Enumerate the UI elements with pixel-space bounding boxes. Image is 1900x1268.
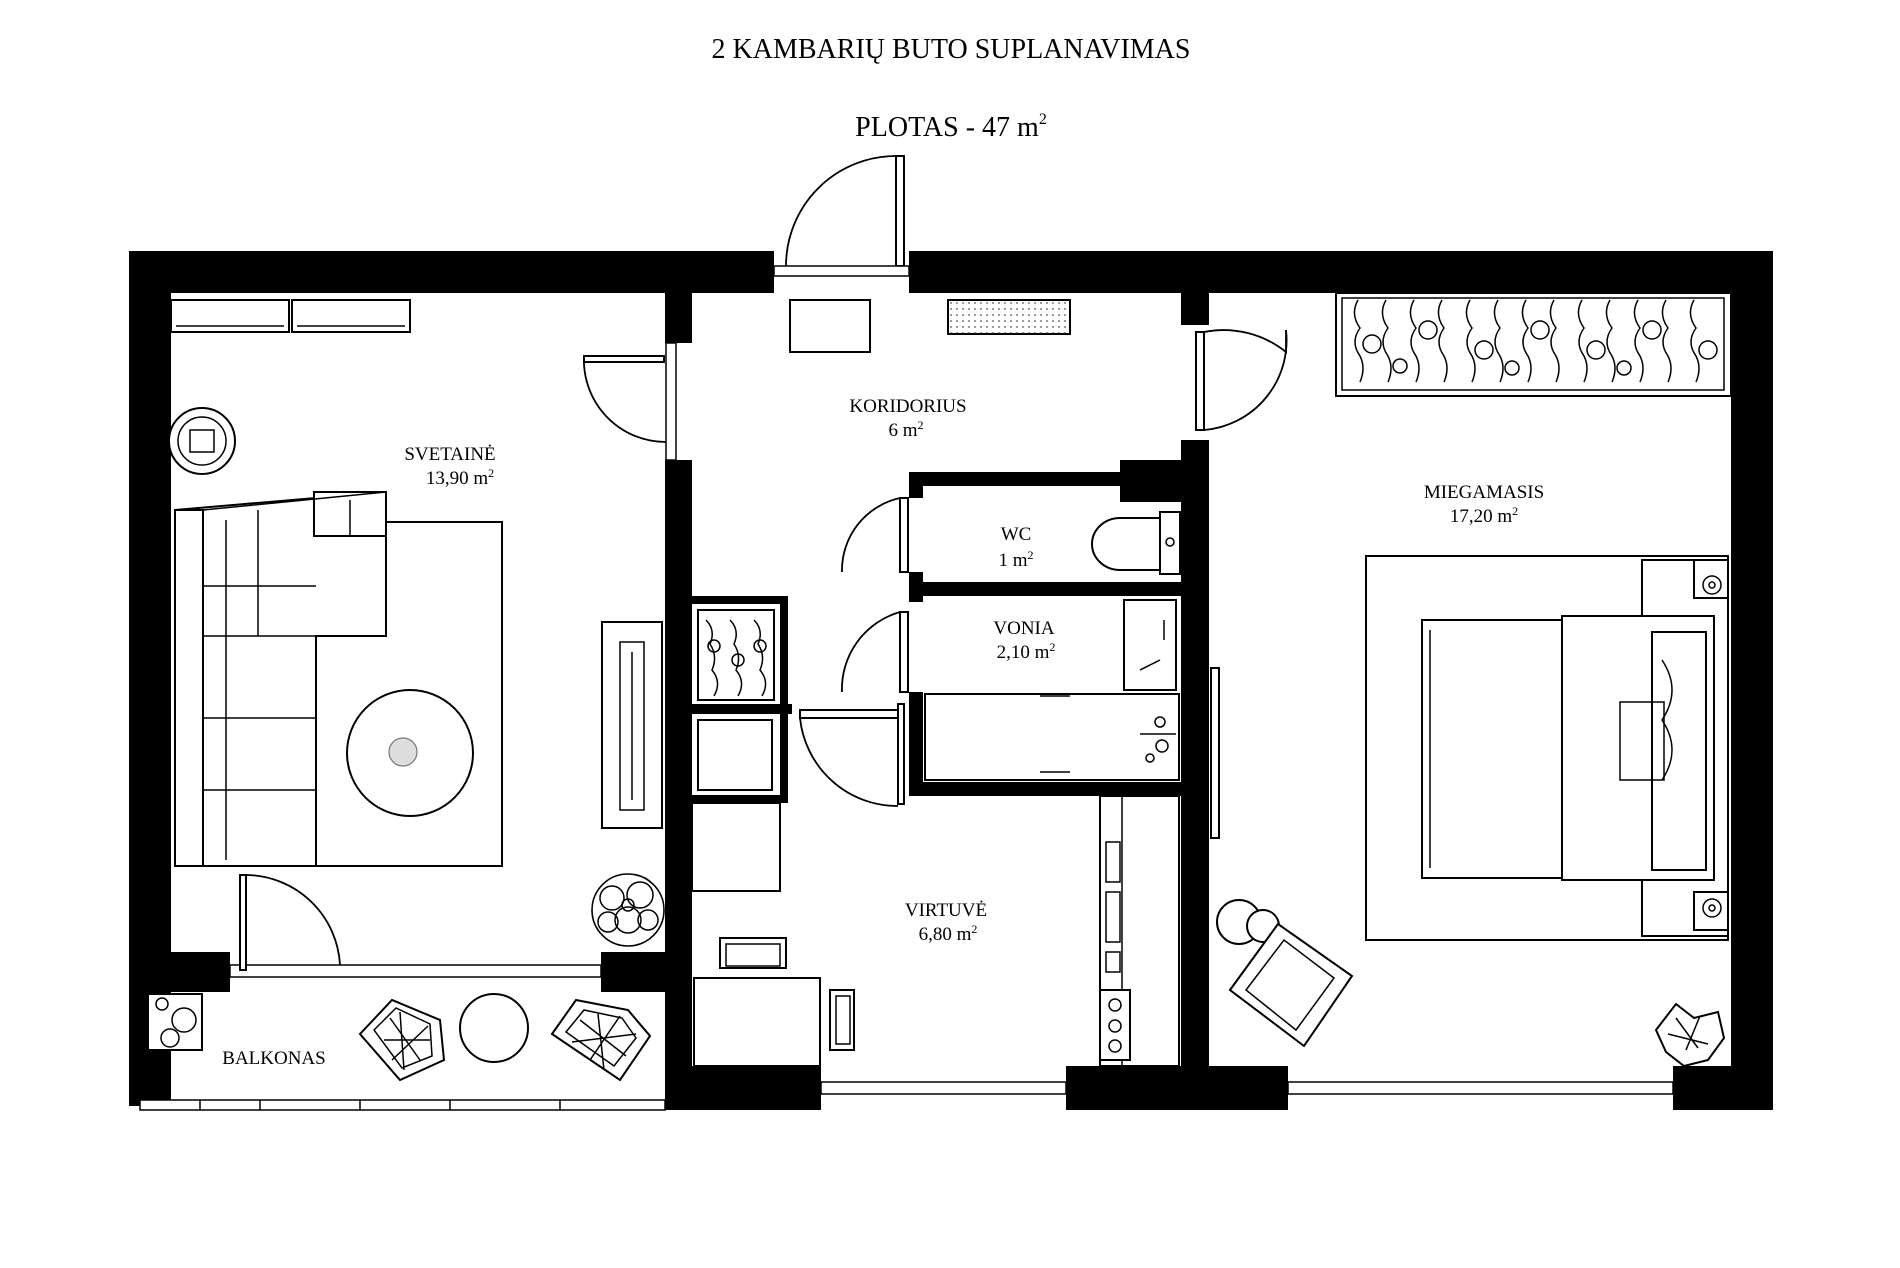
room-area-koridorius: 6 m2	[888, 418, 923, 441]
living-door	[583, 342, 677, 461]
bed	[1421, 615, 1715, 881]
balcony-door	[239, 874, 341, 971]
shower	[924, 693, 1180, 781]
bedroom-furniture	[1216, 292, 1732, 1068]
decor-bowl	[388, 737, 418, 767]
wall-shelf	[170, 299, 290, 333]
shoe-bench	[947, 299, 1071, 335]
living-room-furniture	[168, 299, 665, 947]
pantry-furniture	[691, 609, 781, 892]
plan-total-area: PLOTAS - 47 m2	[855, 111, 1047, 143]
kitchen-furniture	[693, 795, 1180, 1067]
toilet	[1091, 511, 1181, 575]
shoe-rack	[705, 619, 767, 697]
room-labels: SVETAINĖ 13,90 m2 KORIDORIUS 6 m2 WC 1 m…	[222, 396, 1544, 1069]
bath-furniture	[924, 599, 1180, 781]
room-area-miegamasis: 17,20 m2	[1450, 504, 1518, 527]
floor-lamp	[168, 407, 236, 475]
wc-door	[841, 497, 909, 573]
wc-furniture	[1091, 511, 1181, 575]
room-name-virtuve: VIRTUVĖ	[905, 900, 987, 921]
balcony-chair-right	[550, 998, 652, 1082]
room-area-virtuve: 6,80 m2	[919, 922, 978, 945]
doors	[239, 155, 1288, 971]
washing-machine	[697, 719, 773, 791]
room-name-svetaine: SVETAINĖ	[404, 444, 495, 465]
room-area-vonia: 2,10 m2	[997, 640, 1056, 663]
stove	[1099, 989, 1131, 1061]
room-area-svetaine: 13,90 m2	[426, 466, 494, 489]
nightstand-bottom	[1693, 891, 1729, 931]
bedroom-door	[1195, 329, 1288, 431]
sink	[1123, 599, 1177, 691]
plant-living	[591, 873, 665, 947]
sofa	[174, 490, 387, 867]
room-name-miegamasis: MIEGAMASIS	[1424, 482, 1544, 503]
entrance-door	[773, 155, 910, 277]
nightstand-top	[1693, 559, 1729, 599]
room-name-koridorius: KORIDORIUS	[849, 396, 966, 417]
tv-stand	[601, 621, 663, 829]
balcony-chair-left	[358, 998, 446, 1082]
walls	[129, 251, 1773, 1110]
room-name-balkonas: BALKONAS	[222, 1048, 325, 1069]
hall-mat	[789, 299, 871, 353]
corridor-furniture	[789, 299, 1071, 353]
balcony-table	[459, 993, 529, 1063]
balcony-furniture	[147, 993, 652, 1082]
bedroom-sliding-door	[1210, 667, 1220, 839]
dining-table	[693, 937, 855, 1067]
windows	[139, 964, 1674, 1111]
room-name-vonia: VONIA	[993, 618, 1054, 639]
plant-bedroom	[1654, 1002, 1726, 1068]
balcony-side-table	[147, 993, 203, 1051]
wardrobe	[1335, 292, 1732, 397]
kitchen-counter-stub	[691, 802, 781, 892]
bath-door	[841, 611, 909, 693]
armchair	[1216, 899, 1354, 1048]
kitchen-door	[799, 703, 905, 807]
wall-shelf	[291, 299, 411, 333]
room-area-wc: 1 m2	[998, 548, 1033, 571]
plan-title: 2 KAMBARIŲ BUTO SUPLANAVIMAS	[712, 34, 1191, 65]
room-name-wc: WC	[1001, 524, 1032, 545]
